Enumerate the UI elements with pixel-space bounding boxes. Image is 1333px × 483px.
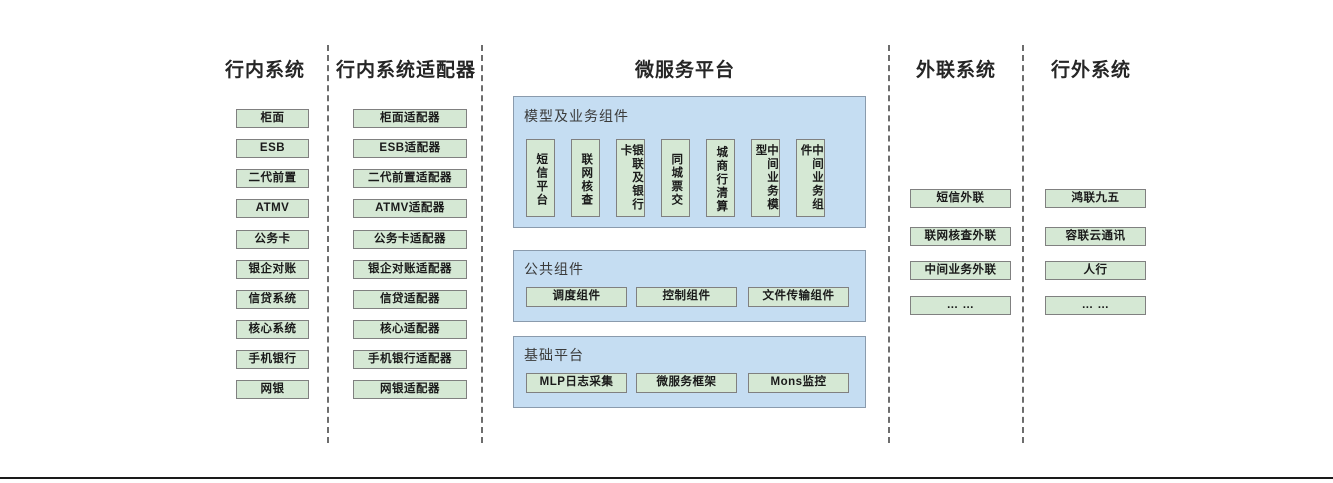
- column-title-microservice-platform: 微服务平台: [634, 60, 735, 81]
- node-external-link-0[interactable]: 短信外联: [910, 189, 1011, 208]
- node-model-component-6[interactable]: 中间业务组件: [796, 139, 825, 217]
- node-in-bank-system-5[interactable]: 银企对账: [236, 260, 309, 279]
- node-model-component-5[interactable]: 中间业务模型: [751, 139, 780, 217]
- column-title-external-link-systems: 外联系统: [915, 60, 996, 81]
- node-out-bank-1[interactable]: 容联云通讯: [1045, 227, 1146, 246]
- node-public-component-1[interactable]: 控制组件: [636, 287, 737, 307]
- node-model-component-0[interactable]: 短信平台: [526, 139, 555, 217]
- node-in-bank-system-6[interactable]: 信贷系统: [236, 290, 309, 309]
- node-external-link-2[interactable]: 中间业务外联: [910, 261, 1011, 280]
- node-out-bank-2[interactable]: 人行: [1045, 261, 1146, 280]
- panel-title-model-business-components: 模型及业务组件: [524, 108, 629, 124]
- node-in-bank-system-8[interactable]: 手机银行: [236, 350, 309, 369]
- node-external-link-1[interactable]: 联网核查外联: [910, 227, 1011, 246]
- node-in-bank-adapter-8[interactable]: 手机银行适配器: [353, 350, 467, 369]
- node-external-link-3[interactable]: … …: [910, 296, 1011, 315]
- node-model-component-3[interactable]: 同城票交: [661, 139, 690, 217]
- node-model-component-2[interactable]: 银联及银行卡: [616, 139, 645, 217]
- node-in-bank-system-4[interactable]: 公务卡: [236, 230, 309, 249]
- node-in-bank-system-2[interactable]: 二代前置: [236, 169, 309, 188]
- node-in-bank-adapter-1[interactable]: ESB适配器: [353, 139, 467, 158]
- column-separator-1: [327, 45, 329, 443]
- node-public-component-2[interactable]: 文件传输组件: [748, 287, 849, 307]
- node-out-bank-0[interactable]: 鸿联九五: [1045, 189, 1146, 208]
- node-model-component-1[interactable]: 联网核查: [571, 139, 600, 217]
- column-title-in-bank-adapters: 行内系统适配器: [335, 60, 476, 81]
- node-in-bank-system-9[interactable]: 网银: [236, 380, 309, 399]
- node-in-bank-adapter-2[interactable]: 二代前置适配器: [353, 169, 467, 188]
- panel-title-base-platform: 基础平台: [524, 347, 584, 363]
- node-in-bank-adapter-0[interactable]: 柜面适配器: [353, 109, 467, 128]
- page-bottom-rule: [0, 477, 1333, 479]
- node-in-bank-adapter-6[interactable]: 信贷适配器: [353, 290, 467, 309]
- node-in-bank-adapter-7[interactable]: 核心适配器: [353, 320, 467, 339]
- node-in-bank-system-1[interactable]: ESB: [236, 139, 309, 158]
- node-in-bank-adapter-5[interactable]: 银企对账适配器: [353, 260, 467, 279]
- panel-base-platform: [513, 336, 866, 408]
- node-in-bank-system-7[interactable]: 核心系统: [236, 320, 309, 339]
- node-in-bank-system-3[interactable]: ATMV: [236, 199, 309, 218]
- node-in-bank-system-0[interactable]: 柜面: [236, 109, 309, 128]
- panel-public-components: [513, 250, 866, 322]
- node-in-bank-adapter-9[interactable]: 网银适配器: [353, 380, 467, 399]
- node-in-bank-adapter-3[interactable]: ATMV适配器: [353, 199, 467, 218]
- column-separator-3: [888, 45, 890, 443]
- node-public-component-0[interactable]: 调度组件: [526, 287, 627, 307]
- node-in-bank-adapter-4[interactable]: 公务卡适配器: [353, 230, 467, 249]
- node-model-component-4[interactable]: 城商行清算: [706, 139, 735, 217]
- column-separator-4: [1022, 45, 1024, 443]
- node-base-platform-1[interactable]: 微服务框架: [636, 373, 737, 393]
- panel-title-public-components: 公共组件: [524, 261, 584, 277]
- column-title-out-bank-systems: 行外系统: [1050, 60, 1131, 81]
- node-base-platform-0[interactable]: MLP日志采集: [526, 373, 627, 393]
- node-out-bank-3[interactable]: … …: [1045, 296, 1146, 315]
- column-title-in-bank-systems: 行内系统: [224, 60, 305, 81]
- column-separator-2: [481, 45, 483, 443]
- node-base-platform-2[interactable]: Mons监控: [748, 373, 849, 393]
